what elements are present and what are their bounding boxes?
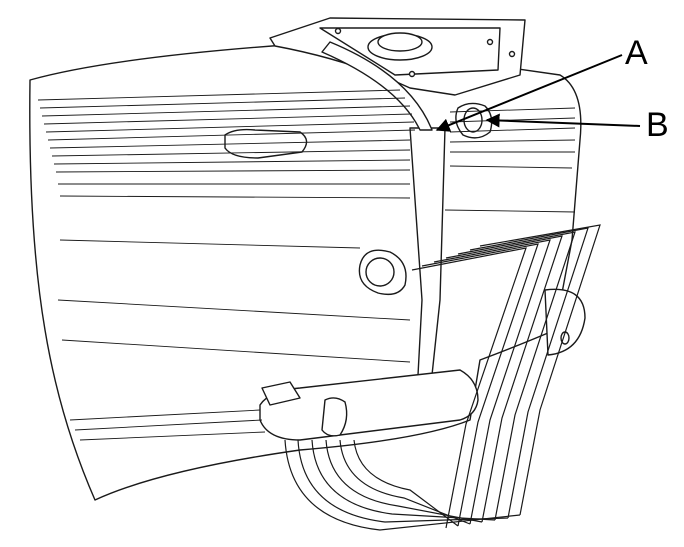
filter-frames bbox=[284, 224, 601, 531]
right-bracket bbox=[544, 288, 586, 356]
callout-arrow-a bbox=[435, 54, 623, 132]
callout-label-a: A bbox=[625, 34, 648, 72]
housing-ribs bbox=[37, 89, 576, 441]
callout-arrow-b bbox=[485, 113, 641, 128]
callout-label-b: B bbox=[646, 106, 669, 144]
